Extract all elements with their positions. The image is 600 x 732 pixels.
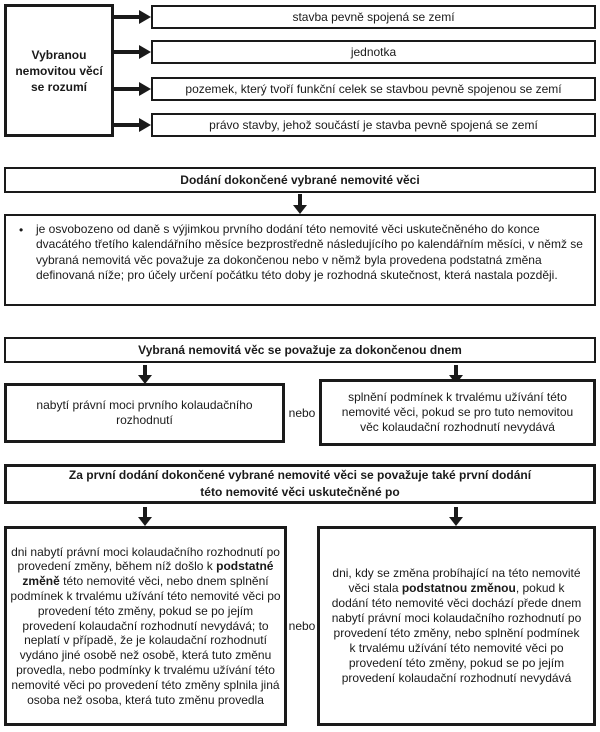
first-delivery-right-text: dni, kdy se změna probíhající na této ne…: [331, 566, 582, 685]
exemption-text: je osvobozeno od daně s výjimkou prvního…: [36, 222, 583, 283]
or-connector: nebo: [288, 619, 316, 633]
completion-right-text: splnění podmínek k trvalému užívání této…: [341, 390, 574, 434]
definition-item-box: stavba pevně spojená se zemí: [151, 5, 596, 29]
definition-item-label: právo stavby, jehož součástí je stavba p…: [209, 118, 538, 132]
first-delivery-right-box: dni, kdy se změna probíhající na této ne…: [317, 526, 596, 726]
definition-source-label: Vybranou nemovitou věcí se rozumí: [15, 47, 103, 94]
definition-item-box: pozemek, který tvoří funkční celek se st…: [151, 77, 596, 101]
or-connector: nebo: [288, 406, 316, 420]
definition-item-box: právo stavby, jehož součástí je stavba p…: [151, 113, 596, 137]
definition-source-box: Vybranou nemovitou věcí se rozumí: [4, 4, 114, 137]
completion-header-label: Vybraná nemovitá věc se považuje za doko…: [138, 343, 462, 357]
definition-item-label: jednotka: [350, 45, 397, 59]
delivery-header-box: Dodání dokončené vybrané nemovité věci: [4, 167, 596, 193]
first-delivery-header-label: Za první dodání dokončené vybrané nemovi…: [68, 468, 532, 499]
bullet-icon: •: [19, 223, 24, 237]
delivery-header-label: Dodání dokončené vybrané nemovité věci: [180, 173, 420, 187]
definition-item-box: jednotka: [151, 40, 596, 64]
completion-left-box: nabytí právní moci prvního kolaudačního …: [4, 383, 285, 443]
exemption-text-box: • je osvobozeno od daně s výjimkou první…: [4, 214, 596, 306]
definition-item-label: stavba pevně spojená se zemí: [292, 10, 455, 24]
completion-header-box: Vybraná nemovitá věc se považuje za doko…: [4, 337, 596, 363]
first-delivery-left-box: dni nabytí právní moci kolaudačního rozh…: [4, 526, 287, 726]
first-delivery-left-text: dni nabytí právní moci kolaudačního rozh…: [10, 544, 281, 707]
first-delivery-header-box: Za první dodání dokončené vybrané nemovi…: [4, 464, 596, 504]
completion-left-text: nabytí právní moci prvního kolaudačního …: [36, 398, 253, 427]
completion-right-box: splnění podmínek k trvalému užívání této…: [319, 379, 596, 446]
definition-item-label: pozemek, který tvoří funkční celek se st…: [185, 82, 562, 96]
